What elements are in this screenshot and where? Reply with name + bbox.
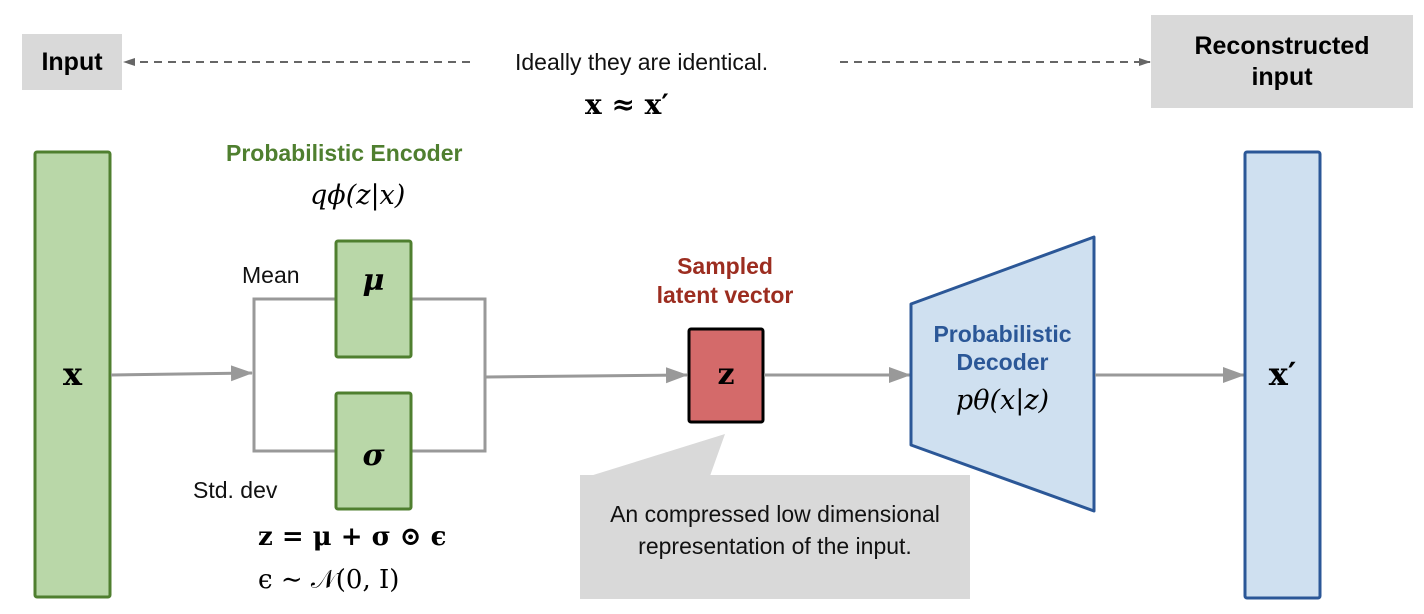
mean-symbol-text: μ [362, 262, 385, 298]
decoder-title-line1: Probabilistic [933, 321, 1072, 347]
arrow-input-to-encoder [110, 365, 253, 382]
output-symbol-text: x′ [1268, 355, 1297, 393]
latent-symbol: z [689, 356, 763, 392]
encoder-title: Probabilistic Encoder [226, 140, 463, 166]
latent-symbol-text: z [717, 356, 735, 392]
decoder-title-line2: Decoder [956, 349, 1049, 375]
identity-equation: x ≈ x′ [585, 88, 669, 121]
decoder-trapezoid [909, 235, 1096, 513]
encoder-distribution-text: qϕ(z|x) [310, 180, 406, 211]
input-symbol-text: x [62, 355, 83, 393]
std-symbol: σ [336, 437, 411, 473]
reparameterization-equation: z = μ + σ ⊙ ϵ [258, 522, 446, 552]
callout-box [580, 475, 970, 599]
std-symbol-text: σ [362, 437, 385, 473]
std-label: Std. dev [193, 477, 278, 503]
input-vector-bar [33, 150, 112, 599]
input-label: Input [22, 34, 122, 90]
callout-line2: representation of the input. [638, 533, 912, 559]
encoder-distribution: qϕ(z|x) [310, 180, 405, 211]
latent-callout-text: An compressed low dimensional representa… [580, 498, 970, 562]
latent-box [687, 327, 765, 424]
callout-line1: An compressed low dimensional [610, 501, 940, 527]
noise-equation-text: ϵ ∼ 𝒩(0, I) [258, 565, 400, 595]
input-symbol: x [35, 355, 110, 393]
latent-title-line1: Sampled [677, 253, 773, 279]
arrow-encoder-to-latent [485, 367, 688, 384]
output-vector-bar [1243, 150, 1322, 600]
mean-label: Mean [242, 262, 300, 288]
input-label-text: Input [41, 47, 103, 76]
output-symbol: x′ [1245, 354, 1320, 394]
encoder-branch-right [411, 297, 487, 453]
callout-pointer [590, 434, 725, 476]
noise-equation: ϵ ∼ 𝒩(0, I) [258, 565, 399, 596]
encoder-branch-left [252, 297, 336, 453]
mean-symbol: μ [336, 262, 411, 298]
reconstructed-input-label: Reconstructed input [1151, 15, 1413, 108]
reparam-equation-text: z = μ + σ ⊙ ϵ [258, 522, 447, 552]
reconstructed-label-line1: Reconstructed [1194, 31, 1370, 60]
identity-note: Ideally they are identical. [515, 49, 769, 75]
latent-title-line2: latent vector [656, 282, 794, 308]
decoder-title: Probabilistic Decoder [911, 320, 1094, 376]
reconstructed-label-line2: input [1251, 62, 1313, 91]
decoder-distribution-text: pθ(x|z) [955, 385, 1050, 416]
mean-box [334, 239, 413, 359]
latent-title: Sampled latent vector [610, 252, 840, 310]
std-box [334, 391, 413, 511]
decoder-distribution: pθ(x|z) [911, 385, 1094, 416]
identity-equation-text: x ≈ x′ [585, 88, 669, 121]
